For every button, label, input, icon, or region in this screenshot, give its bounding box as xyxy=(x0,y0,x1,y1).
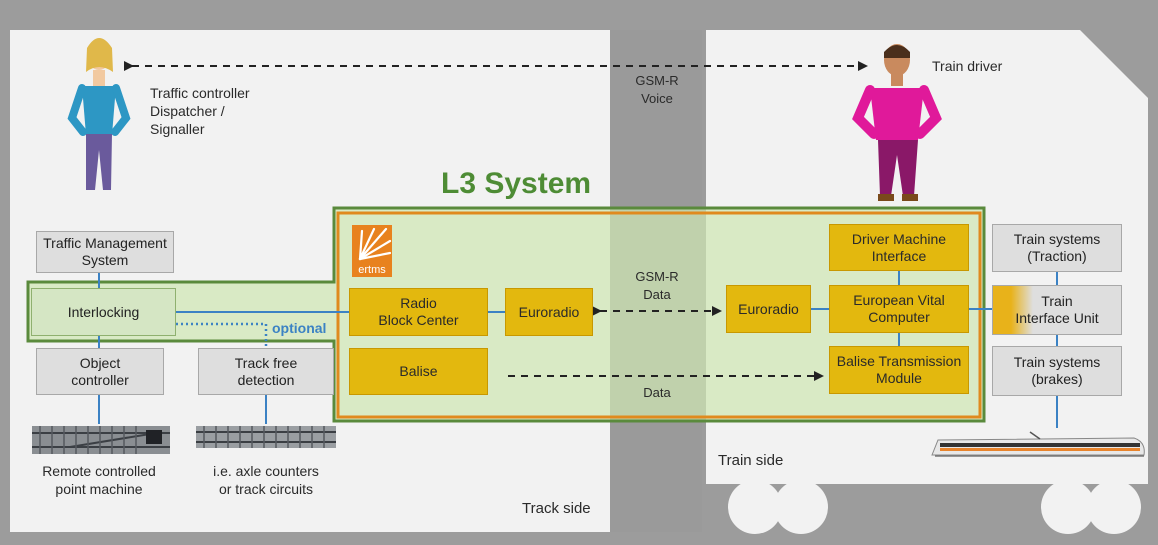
wheel-3 xyxy=(1041,480,1095,534)
balise-box: Balise xyxy=(349,348,488,395)
wheel-2 xyxy=(774,480,828,534)
data-label: Data xyxy=(643,385,671,400)
ertms-logo: ertms xyxy=(352,225,392,277)
train-side-label: Train side xyxy=(718,452,784,469)
euroradio-train-box: Euroradio xyxy=(726,285,811,333)
point-machine-caption: Remote controlled point machine xyxy=(42,463,156,497)
euroradio-track-box: Euroradio xyxy=(505,288,593,336)
train-systems-traction-box: Train systems (Traction) xyxy=(992,224,1122,272)
track-side-label: Track side xyxy=(522,500,591,517)
balise-transmission-module-box: Balise Transmission Module xyxy=(829,346,969,394)
train-systems-brakes-box: Train systems (brakes) xyxy=(992,346,1122,396)
l3-system-title: L3 System xyxy=(441,167,592,200)
axle-counter-caption: i.e. axle counters or track circuits xyxy=(213,463,319,497)
radio-block-center-box: Radio Block Center xyxy=(349,288,488,336)
optional-label: optional xyxy=(272,320,327,336)
gsmr-voice-label: GSM-R Voice xyxy=(635,73,679,106)
traffic-controller-label: Traffic controller Dispatcher / Signalle… xyxy=(150,85,250,137)
wheel-4 xyxy=(1087,480,1141,534)
object-controller-box: Object controller xyxy=(36,348,164,395)
ertms-logo-text: ertms xyxy=(352,263,392,277)
wheel-1 xyxy=(728,480,782,534)
point-machine-image xyxy=(32,426,170,454)
driver-machine-interface-box: Driver Machine Interface xyxy=(829,224,969,271)
train-driver-label: Train driver xyxy=(932,58,1003,74)
interlocking-box: Interlocking xyxy=(31,288,176,336)
gsmr-data-label: GSM-R Data xyxy=(635,269,679,302)
optional-link xyxy=(176,322,268,348)
train-interface-unit-box: Train Interface Unit xyxy=(992,285,1122,335)
track-free-detection-box: Track free detection xyxy=(198,348,334,395)
european-vital-computer-box: European Vital Computer xyxy=(829,285,969,333)
traffic-management-system-box: Traffic Management System xyxy=(36,231,174,273)
ertms-boundary xyxy=(336,211,982,419)
